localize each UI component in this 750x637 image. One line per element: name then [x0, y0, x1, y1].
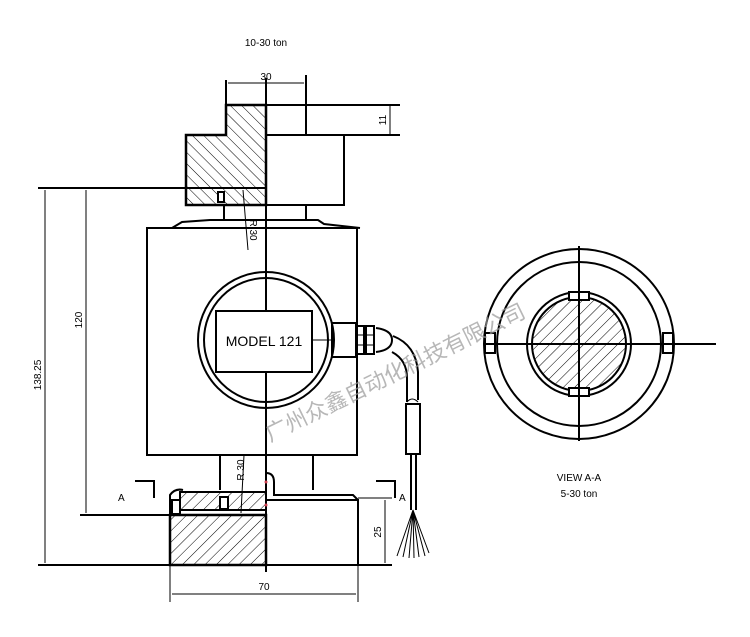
dim-base-height: 25 [373, 526, 384, 538]
cable-connector [331, 322, 430, 559]
dim-base-width: 70 [258, 582, 270, 593]
section-label-right: A [399, 493, 406, 504]
top-fixture [171, 103, 400, 229]
outer-ring [197, 271, 335, 409]
section-view-a-a [483, 246, 716, 441]
section-mark-right [376, 480, 396, 498]
section-view-subtitle: 5-30 ton [561, 489, 598, 500]
bottom-base [168, 455, 359, 567]
dim-radius-top: R 30 [247, 219, 258, 241]
dim-top-height: 11 [378, 114, 389, 125]
dim-body-height: 120 [74, 311, 85, 328]
dim-total-height: 138.25 [33, 359, 44, 390]
section-view-title: VIEW A-A [557, 473, 602, 484]
section-label-left: A [118, 493, 125, 504]
model-label: MODEL 121 [226, 333, 303, 349]
section-mark-left [135, 480, 155, 498]
dim-radius-bottom: R 30 [236, 459, 247, 481]
drawing-title: 10-30 ton [245, 38, 287, 49]
dim-top-width: 30 [260, 72, 272, 83]
model-plate [215, 310, 313, 373]
